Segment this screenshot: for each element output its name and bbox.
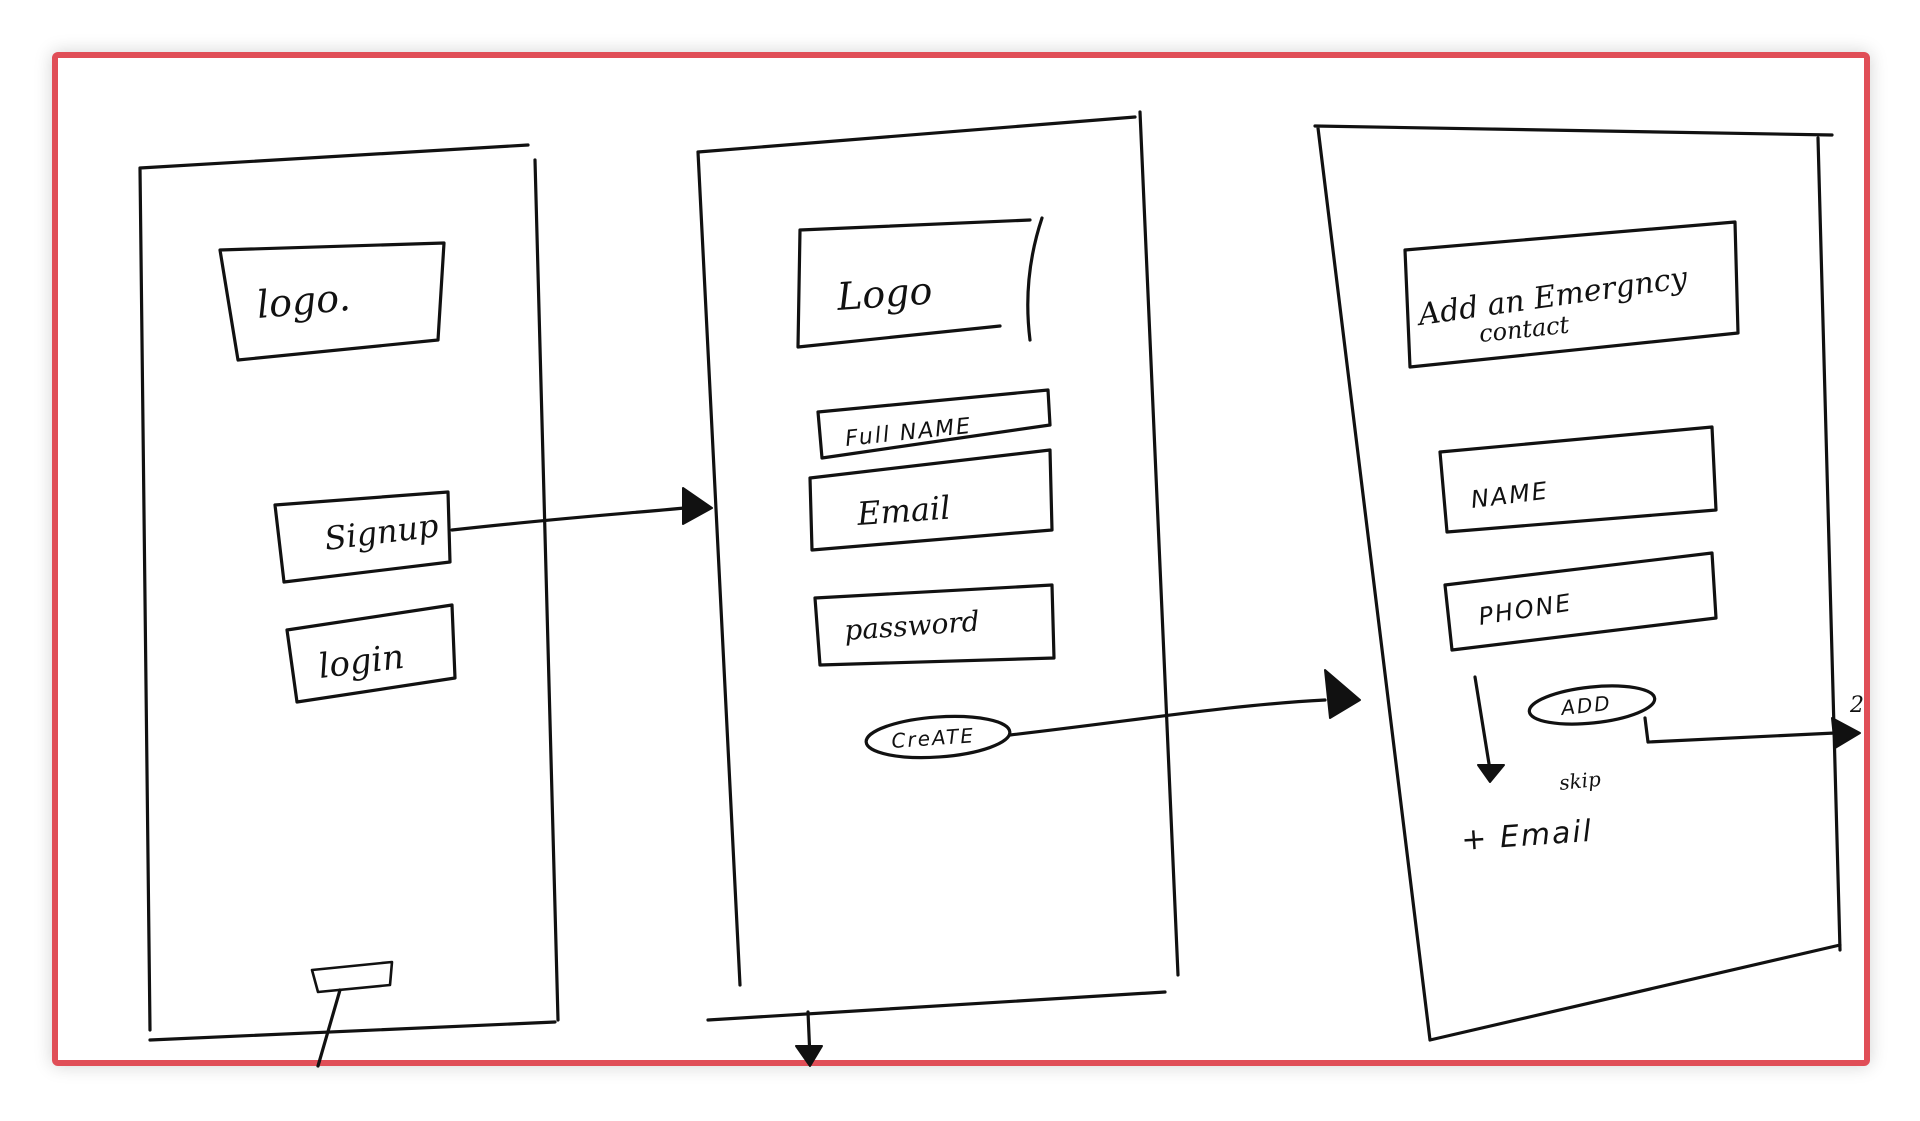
login-button[interactable]: login — [285, 603, 457, 704]
full-name-field[interactable]: Full NAME — [816, 388, 1052, 460]
screen-emergency-contact: Add an Emergncy contact NAME PHONE ADD 2 — [1313, 124, 1864, 1042]
create-button[interactable]: CreATE — [864, 712, 1012, 762]
logo-label-create: Logo — [835, 268, 934, 319]
arrow-head-down — [795, 1045, 823, 1067]
logo-label-welcome: logo. — [255, 275, 352, 327]
signup-button[interactable]: Signup — [273, 490, 452, 584]
password-field[interactable]: password — [813, 583, 1056, 667]
password-field-label: password — [843, 605, 980, 647]
arrow-signup-to-create — [450, 506, 687, 532]
add-button-label: ADD — [1558, 691, 1613, 720]
contact-phone-field-label: PHONE — [1477, 588, 1575, 630]
skip-label[interactable]: skip — [1558, 767, 1602, 795]
arrow-head-signup — [682, 487, 713, 525]
contact-name-field-label: NAME — [1469, 477, 1550, 514]
phone-outline-contact — [1313, 124, 1842, 1042]
arrow-head-add — [1831, 717, 1861, 749]
phone-outline-welcome — [138, 143, 560, 1042]
screen-welcome: logo. Signup login — [138, 143, 713, 1068]
email-field-label: Email — [855, 489, 952, 533]
arrow-skip-down — [1473, 675, 1492, 772]
login-button-label: login — [316, 637, 406, 687]
screen-create-account: Logo Full NAME Email password CreATE — [696, 110, 1361, 1067]
arrow-head-create — [1324, 669, 1361, 719]
signup-button-label: Signup — [322, 506, 440, 558]
add-button[interactable]: ADD — [1527, 681, 1657, 730]
next-screen-marker: 2 — [1849, 693, 1864, 718]
arrow-add-to-next — [1643, 716, 1837, 744]
email-field[interactable]: Email — [808, 448, 1054, 552]
logo-box-welcome — [218, 241, 446, 362]
arrow-head-skip — [1477, 764, 1505, 783]
logo-box-create — [796, 216, 1044, 349]
contact-phone-field[interactable]: PHONE — [1443, 551, 1718, 652]
contact-name-field[interactable]: NAME — [1438, 425, 1718, 534]
add-email-label[interactable]: + Email — [1460, 814, 1594, 858]
bottom-tab-line — [316, 988, 342, 1068]
emergency-heading-box: Add an Emergncy contact — [1403, 220, 1740, 369]
bottom-tab-welcome[interactable] — [310, 960, 394, 994]
phone-outline-create — [696, 110, 1180, 1022]
arrow-create-to-contact — [1008, 698, 1327, 737]
image-frame — [52, 52, 1870, 1066]
create-button-label: CreATE — [891, 723, 976, 753]
